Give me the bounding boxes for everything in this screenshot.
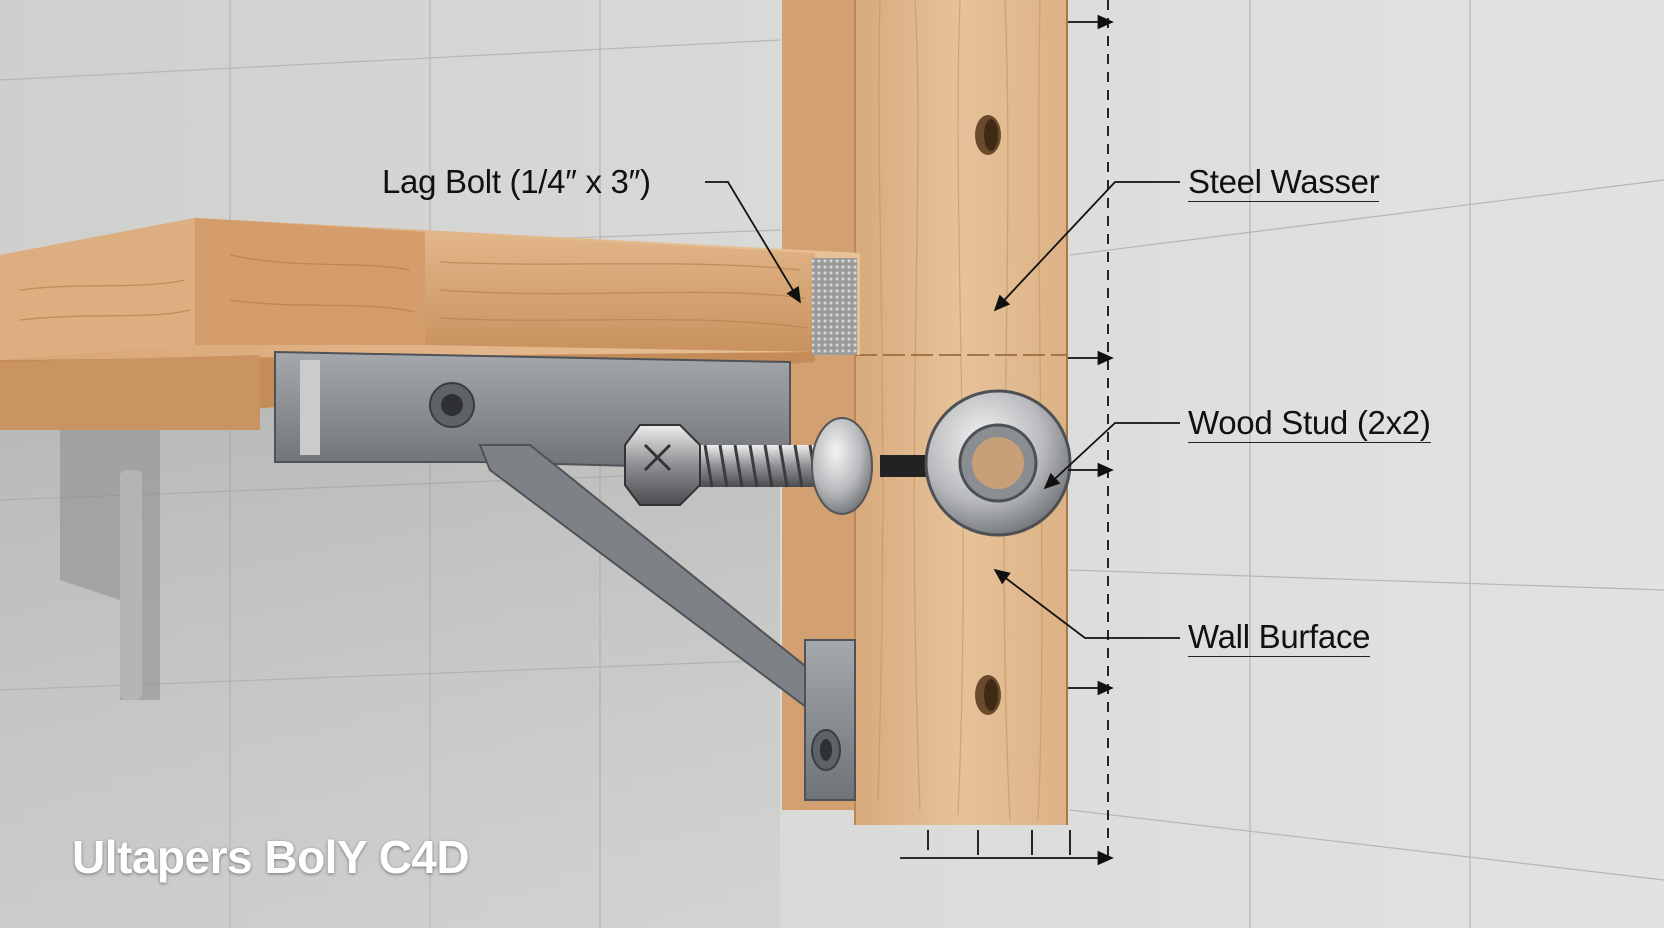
- watermark-text: Ultapers BolY C4D: [72, 831, 470, 883]
- lag-bolt: [624, 417, 935, 515]
- steel-washer-label: Steel Wasser: [1188, 163, 1380, 202]
- wall-surface-label: Wall Burface: [1188, 618, 1371, 657]
- leader-lines: [705, 181, 1180, 639]
- lag-bolt-label: Lag Bolt (1/4″ x 3″): [382, 163, 651, 200]
- dimension-guides: [900, 0, 1114, 866]
- wood-stud-label: Wood Stud (2x2): [1188, 404, 1431, 443]
- washer-icon: [811, 417, 873, 515]
- steel-washer: [924, 389, 1072, 537]
